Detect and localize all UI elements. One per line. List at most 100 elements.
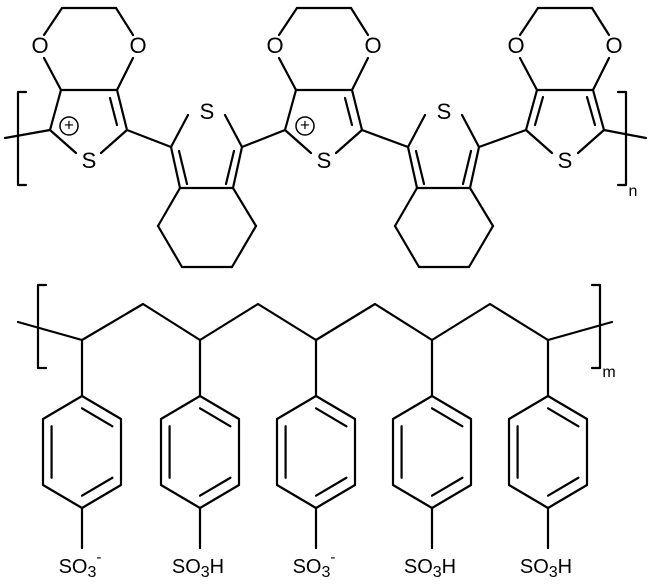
linker-thiophene-2: S [393, 99, 495, 269]
sulfonate-subscript: 3 [201, 564, 210, 581]
styrenesulfonate-unit: SO3- [275, 338, 357, 581]
double-bond-inner [546, 407, 580, 428]
pss-left-bracket [36, 283, 48, 370]
sulfur-label: S [200, 99, 215, 124]
double-bond-inner [80, 407, 114, 428]
sulfonate-subscript: 3 [88, 564, 97, 581]
double-bond-inner [198, 476, 232, 497]
double-bond-inner [585, 95, 597, 127]
sulfur-label: S [317, 148, 332, 173]
double-bond-inner [461, 149, 473, 186]
pedot-left-end-bond [3, 128, 52, 140]
bond [524, 88, 539, 132]
double-bond-inner [224, 149, 236, 186]
sulfonate-label: SO3H [520, 556, 572, 581]
double-bond-inner [314, 407, 348, 428]
bond [156, 186, 182, 228]
bond [468, 186, 495, 228]
bond [460, 113, 481, 149]
inter-ring-bond [477, 128, 528, 149]
pedot-polymer: n O O S + [3, 6, 648, 269]
bond [277, 56, 298, 92]
double-bond-inner [414, 149, 426, 186]
positive-charge-circle [59, 116, 79, 136]
bond [42, 56, 63, 92]
bond [590, 6, 611, 37]
double-bond-inner [430, 407, 464, 428]
bond [48, 88, 63, 132]
linker-thiophene-1: S [156, 99, 258, 269]
oxygen-label: O [31, 33, 48, 58]
bond [406, 145, 419, 190]
sulfonate-so: SO [404, 556, 433, 578]
benzene-ring [507, 394, 589, 510]
sulfur-label: S [558, 148, 573, 173]
sulfonate-so: SO [59, 556, 88, 578]
bond [277, 6, 299, 37]
oxygen-label: O [266, 33, 283, 58]
bond [230, 224, 258, 269]
edot-unit-3: O O S [507, 6, 623, 173]
bond [223, 113, 244, 149]
double-bond-inner [546, 476, 580, 497]
inter-ring-bond [240, 128, 287, 149]
benzene-ring [275, 394, 357, 510]
oxygen-label: O [364, 33, 381, 58]
bond [231, 145, 244, 190]
bond [99, 128, 129, 155]
double-bond-inner [177, 149, 189, 186]
bond [393, 186, 419, 228]
oxygen-label: O [605, 33, 622, 58]
double-bond-inner [430, 476, 464, 497]
oxygen-label: O [129, 33, 146, 58]
sulfonate-so: SO [293, 556, 322, 578]
inter-ring-bond [360, 128, 410, 149]
bond [231, 186, 258, 228]
bond [518, 56, 539, 92]
benzene-ring [159, 394, 241, 510]
pss-backbone [16, 302, 614, 342]
bond [42, 6, 64, 37]
bond [349, 6, 370, 37]
styrenesulfonate-unit: SO3H [391, 338, 473, 581]
bond [115, 88, 129, 132]
sulfonate-label: SO3- [59, 549, 102, 581]
inter-ring-bond [125, 128, 173, 149]
styrenesulfonate-unit: SO3- [41, 338, 123, 581]
bond [406, 113, 427, 149]
pss-repeat-index: m [602, 364, 615, 381]
bond [576, 128, 606, 155]
double-bond-inner [80, 476, 114, 497]
sulfonate-label: SO3- [293, 549, 336, 581]
bond [591, 88, 606, 132]
sulfonate-subscript: 3 [322, 564, 331, 581]
bond [591, 56, 611, 92]
sulfonate-subscript: 3 [433, 564, 442, 581]
sulfonate-hydrogen: H [558, 556, 572, 578]
positive-charge-sign: + [64, 115, 74, 134]
bond [334, 128, 364, 155]
sulfonate-hydrogen: H [210, 556, 224, 578]
sulfonate-subscript: 3 [549, 564, 558, 581]
bond [350, 56, 370, 92]
bond [283, 128, 313, 155]
bond [169, 113, 190, 149]
styrenesulfonate-unit: SO3H [507, 338, 589, 581]
positive-charge-sign: + [300, 115, 310, 134]
bond [283, 88, 298, 132]
bond [114, 6, 135, 37]
sulfonate-label: SO3H [404, 556, 456, 581]
sulfur-label: S [82, 148, 97, 173]
double-bond-inner [533, 95, 545, 127]
bond [169, 145, 182, 190]
double-bond-inner [343, 96, 354, 127]
sulfonate-so: SO [172, 556, 201, 578]
sulfonate-so: SO [520, 556, 549, 578]
bond [518, 6, 540, 37]
double-bond-inner [108, 96, 119, 127]
pedot-right-bracket [616, 90, 628, 187]
pedot-repeat-index: n [629, 183, 638, 200]
double-bond-inner [314, 476, 348, 497]
